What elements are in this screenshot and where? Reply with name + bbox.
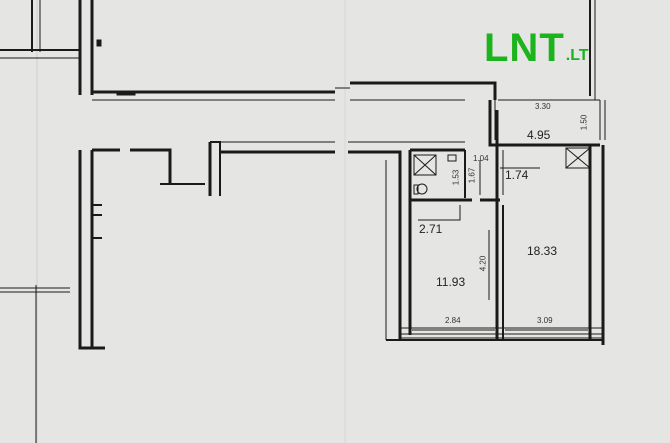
- room-left-area-label: 11.93: [436, 275, 466, 289]
- logo-domain: .LT: [565, 47, 589, 64]
- shower-tray: [413, 154, 437, 176]
- walls: [0, 0, 606, 443]
- corridor-area-label: 1.74: [505, 168, 529, 182]
- wall: [130, 148, 172, 184]
- bath-depth-a-dim: 1.53: [451, 169, 461, 186]
- corridor-wall-bottom: [348, 150, 402, 340]
- balcony-rail: [599, 100, 606, 140]
- window-line: [0, 287, 70, 293]
- brand-logo: LNT .LT: [484, 26, 589, 70]
- bathroom-area-label: 2.71: [419, 222, 443, 236]
- balcony-area-label: 4.95: [527, 128, 551, 142]
- toilet-tank: [413, 184, 419, 195]
- balcony-width-dim: 3.30: [535, 102, 551, 111]
- ventilation-cross: [565, 147, 591, 169]
- room-right-area-label: 18.33: [527, 244, 558, 258]
- left-wall: [78, 150, 105, 350]
- corridor-width-dim: 1.04: [473, 154, 489, 163]
- balcony-wall-bottom: [488, 100, 600, 147]
- wall-stub: [92, 204, 102, 239]
- room-right-width-dim: 3.09: [537, 316, 553, 325]
- shower-tray-cross: [413, 154, 437, 176]
- sink: [447, 154, 457, 162]
- bath-depth-b-dim: 1.67: [467, 167, 477, 184]
- corridor-wall: [465, 81, 497, 100]
- wall-marker: [116, 91, 136, 96]
- toilet: [416, 183, 428, 195]
- wall-marker: [96, 39, 102, 47]
- logo-text: LNT: [484, 26, 565, 70]
- room-left-width-dim: 2.84: [445, 316, 461, 325]
- balcony-depth-dim: 1.50: [579, 114, 589, 131]
- room-left-depth-dim: 4.20: [478, 255, 488, 272]
- leader-line: [418, 205, 461, 221]
- ventilation-shaft: [565, 147, 591, 169]
